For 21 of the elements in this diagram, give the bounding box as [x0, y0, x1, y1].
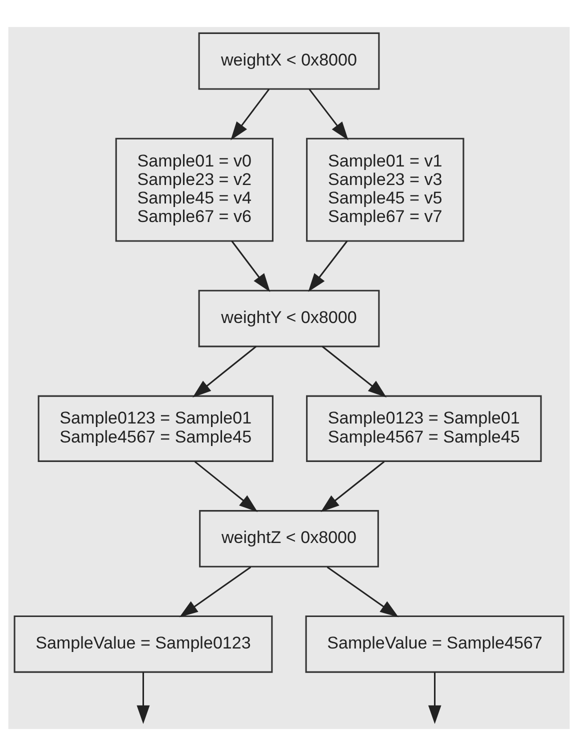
arrow [326, 566, 399, 617]
node-box: weightX < 0x8000 [198, 32, 380, 90]
node-box: Sample01 = v0 Sample23 = v2 Sample45 = v4 Sample67 = v6 [115, 137, 274, 242]
node-box: Sample01 = v1 Sample23 = v3 Sample45 = v5 Sample67 = v7 [306, 137, 464, 242]
node-box: Sample0123 = Sample01 Sample4567 = Sample45 [38, 394, 274, 462]
arrow [230, 88, 270, 140]
arrow [428, 672, 442, 724]
node-box: SampleValue = Sample4567 [305, 614, 564, 672]
node-box: Sample0123 = Sample01 Sample4567 = Sample45 [306, 394, 542, 462]
node-box: weightY < 0x8000 [198, 289, 380, 347]
arrow [194, 460, 258, 512]
node-box: weightZ < 0x8000 [199, 510, 379, 567]
arrow [320, 460, 385, 512]
arrow [231, 240, 270, 292]
arrow [179, 566, 252, 617]
arrow [322, 345, 387, 397]
node-box: SampleValue = Sample0123 [14, 614, 273, 672]
arrow [308, 88, 348, 140]
arrow [192, 345, 257, 397]
arrow [308, 240, 348, 292]
arrow [136, 672, 150, 724]
